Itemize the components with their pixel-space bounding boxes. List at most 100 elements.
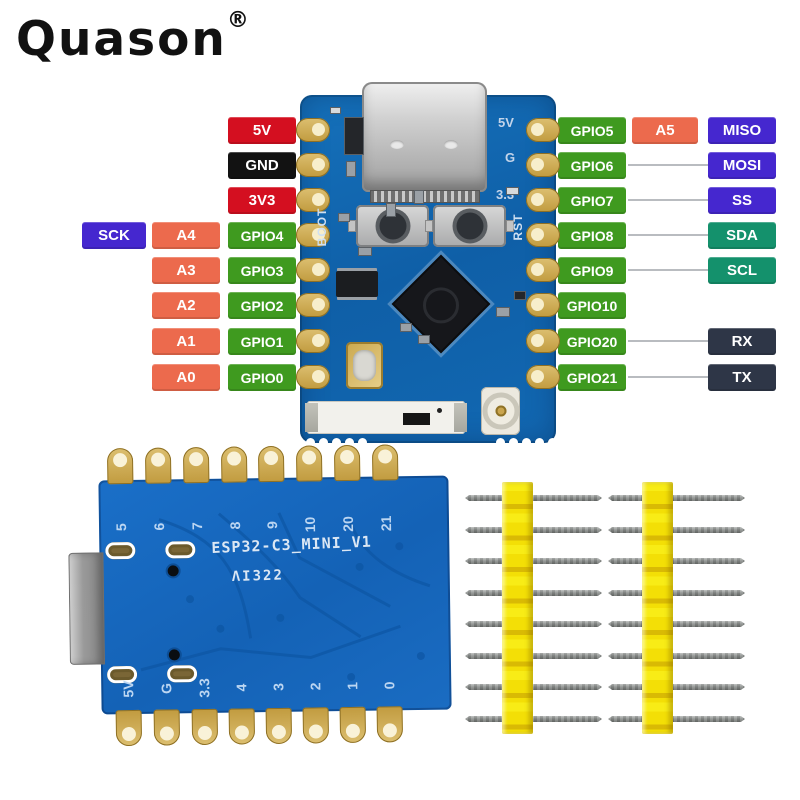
back-pin-number: 5 <box>112 523 130 532</box>
pin-label-gpio4: GPIO4 <box>228 222 296 249</box>
pin-label-a1: A1 <box>152 328 220 355</box>
back-pin-tab <box>333 444 361 482</box>
silkscreen-5v: 5V <box>498 115 514 130</box>
usb-shell-dimple <box>390 140 404 149</box>
reset-button[interactable] <box>425 205 514 247</box>
pin-label-a5: A5 <box>632 117 698 144</box>
back-pin-number: 21 <box>377 515 395 532</box>
pin-label-gpio3: GPIO3 <box>228 257 296 284</box>
header-plastic-strip <box>502 482 533 734</box>
silkscreen-rst: RST <box>511 213 525 241</box>
back-pin-tab <box>115 709 143 747</box>
usb-connector-side-view <box>68 552 105 665</box>
back-pin-tab <box>371 444 399 481</box>
back-pin-tab <box>106 447 134 485</box>
pin-label-5v: 5V <box>228 117 296 144</box>
castellation-notch <box>306 438 315 447</box>
back-pin-number: 8 <box>226 521 244 530</box>
back-pin-tab <box>257 445 285 483</box>
smd-capacitor <box>400 323 412 332</box>
header-pin <box>608 621 745 627</box>
espressif-logo-icon <box>415 279 467 331</box>
back-pin-tab <box>228 708 256 745</box>
pad-left-3v3 <box>296 188 330 212</box>
back-pin-tab <box>339 706 367 744</box>
castellation-notch <box>548 438 557 447</box>
pin-label-a3: A3 <box>152 257 220 284</box>
header-pin <box>608 590 745 596</box>
boot-button-cap[interactable] <box>379 212 406 240</box>
back-pin-tab <box>376 706 404 743</box>
header-pin <box>465 716 602 722</box>
pin-label-mosi: MOSI <box>708 152 776 179</box>
connector-line-rx <box>628 340 708 342</box>
back-pin-label: 1 <box>344 681 361 690</box>
pad-left-gpio0 <box>296 365 330 389</box>
silkscreen-boot: BOOT <box>315 207 329 247</box>
usb-c-connector <box>362 82 487 192</box>
smd-ic <box>344 117 364 155</box>
back-pin-label: 2 <box>307 682 324 691</box>
pin-label-ss: SS <box>708 187 776 214</box>
back-pin-number: 7 <box>188 522 206 531</box>
castellation-notch <box>496 438 505 447</box>
antenna-dot <box>437 408 442 413</box>
pad-left-gpio2 <box>296 293 330 317</box>
back-board-lot-code: ΛI322 <box>231 567 285 586</box>
pad-left-gpio4 <box>296 223 330 247</box>
pin-label-gpio2: GPIO2 <box>228 292 296 319</box>
header-pin <box>608 684 745 690</box>
header-pin <box>465 527 602 533</box>
header-pin <box>608 653 745 659</box>
castellation-notch <box>332 438 341 447</box>
pin-label-3v3: 3V3 <box>228 187 296 214</box>
pin-label-gpio1: GPIO1 <box>228 328 296 355</box>
pin-label-scl: SCL <box>708 257 776 284</box>
pad-right-gpio20 <box>526 329 560 353</box>
pin-label-rx: RX <box>708 328 776 355</box>
pad-left-gnd <box>296 153 330 177</box>
back-pin-tab <box>265 707 293 745</box>
header-plastic-strip <box>642 482 673 734</box>
boot-button[interactable] <box>348 205 437 247</box>
back-pin-tab <box>295 445 323 482</box>
pin-label-gnd: GND <box>228 152 296 179</box>
pin-label-gpio7: GPIO7 <box>558 187 626 214</box>
pin-label-sck: SCK <box>82 222 146 249</box>
ufl-antenna-connector <box>481 387 520 435</box>
header-pin <box>465 495 602 501</box>
pin-label-gpio0: GPIO0 <box>228 364 296 391</box>
header-pin <box>608 716 745 722</box>
pin-label-a4: A4 <box>152 222 220 249</box>
pin-label-gpio8: GPIO8 <box>558 222 626 249</box>
header-pin <box>465 653 602 659</box>
brand-name: Quason <box>16 12 227 67</box>
ceramic-antenna <box>305 401 467 434</box>
through-hole <box>168 649 180 661</box>
pin-label-a2: A2 <box>152 292 220 319</box>
silkscreen-g: G <box>505 150 516 165</box>
pad-right-gpio10 <box>526 293 560 317</box>
ufl-center-pin <box>495 405 506 417</box>
castellation-notch <box>345 438 354 447</box>
pad-right-gpio8 <box>526 223 560 247</box>
back-pin-number: 9 <box>263 521 281 530</box>
pad-right-gpio9 <box>526 258 560 282</box>
back-pin-tab <box>182 446 210 484</box>
header-pin <box>608 527 745 533</box>
header-pin <box>608 558 745 564</box>
connector-line-mosi <box>628 164 708 166</box>
pin-label-gpio9: GPIO9 <box>558 257 626 284</box>
smd-capacitor <box>418 335 430 344</box>
esp32-c3-chip <box>394 257 488 351</box>
header-pin <box>465 621 602 627</box>
mount-pad <box>105 541 136 560</box>
smd-led <box>506 187 519 195</box>
pad-left-gpio3 <box>296 258 330 282</box>
castellation-notch <box>319 438 328 447</box>
pin-label-gpio20: GPIO20 <box>558 328 626 355</box>
back-pin-tab <box>220 446 248 483</box>
smd-capacitor <box>514 291 526 300</box>
reset-button-cap[interactable] <box>456 212 483 240</box>
castellation-notch <box>509 438 518 447</box>
